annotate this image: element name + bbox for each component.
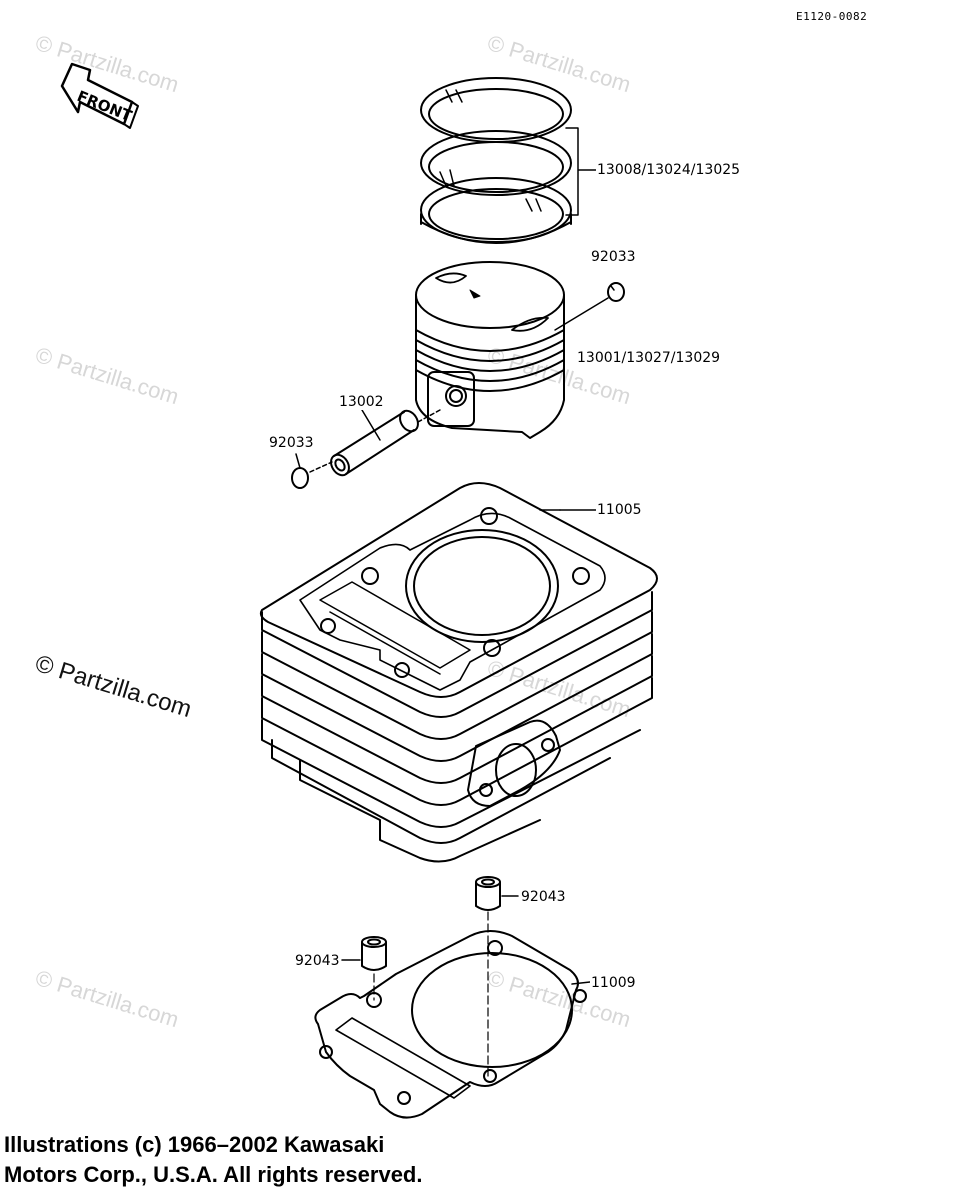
callout-piston[interactable]: 13001/13027/13029 — [576, 350, 722, 366]
callout-circlip-lower[interactable]: 92033 — [268, 435, 315, 451]
circlip-upper — [607, 282, 625, 302]
copyright-line-1: Illustrations (c) 1966–2002 Kawasaki — [4, 1132, 385, 1157]
front-arrow-icon: FRONT — [60, 62, 139, 129]
callout-cylinder[interactable]: 11005 — [596, 502, 643, 518]
callout-dowel-right[interactable]: 92043 — [520, 889, 567, 905]
callout-piston-pin[interactable]: 13002 — [338, 394, 385, 410]
dowel-pin-right — [475, 876, 501, 911]
diagram-reference: E1120-0082 — [796, 10, 868, 23]
piston-rings — [420, 77, 572, 244]
circlip-lower — [291, 467, 309, 489]
callout-dowel-left[interactable]: 92043 — [294, 953, 341, 969]
cylinder — [259, 482, 658, 863]
callout-circlip-upper[interactable]: 92033 — [590, 249, 637, 265]
rings-leader — [565, 127, 597, 216]
circlip-upper-leader — [554, 297, 609, 331]
base-gasket — [314, 930, 587, 1119]
callout-piston-rings[interactable]: 13008/13024/13025 — [596, 162, 742, 178]
piston — [415, 261, 565, 439]
piston-pin — [330, 409, 419, 477]
copyright-line-2: Motors Corp., U.S.A. All rights reserved… — [4, 1162, 423, 1187]
callout-gasket[interactable]: 11009 — [590, 975, 637, 991]
dowel-pin-left — [361, 936, 387, 971]
front-label: FRONT — [75, 87, 136, 125]
